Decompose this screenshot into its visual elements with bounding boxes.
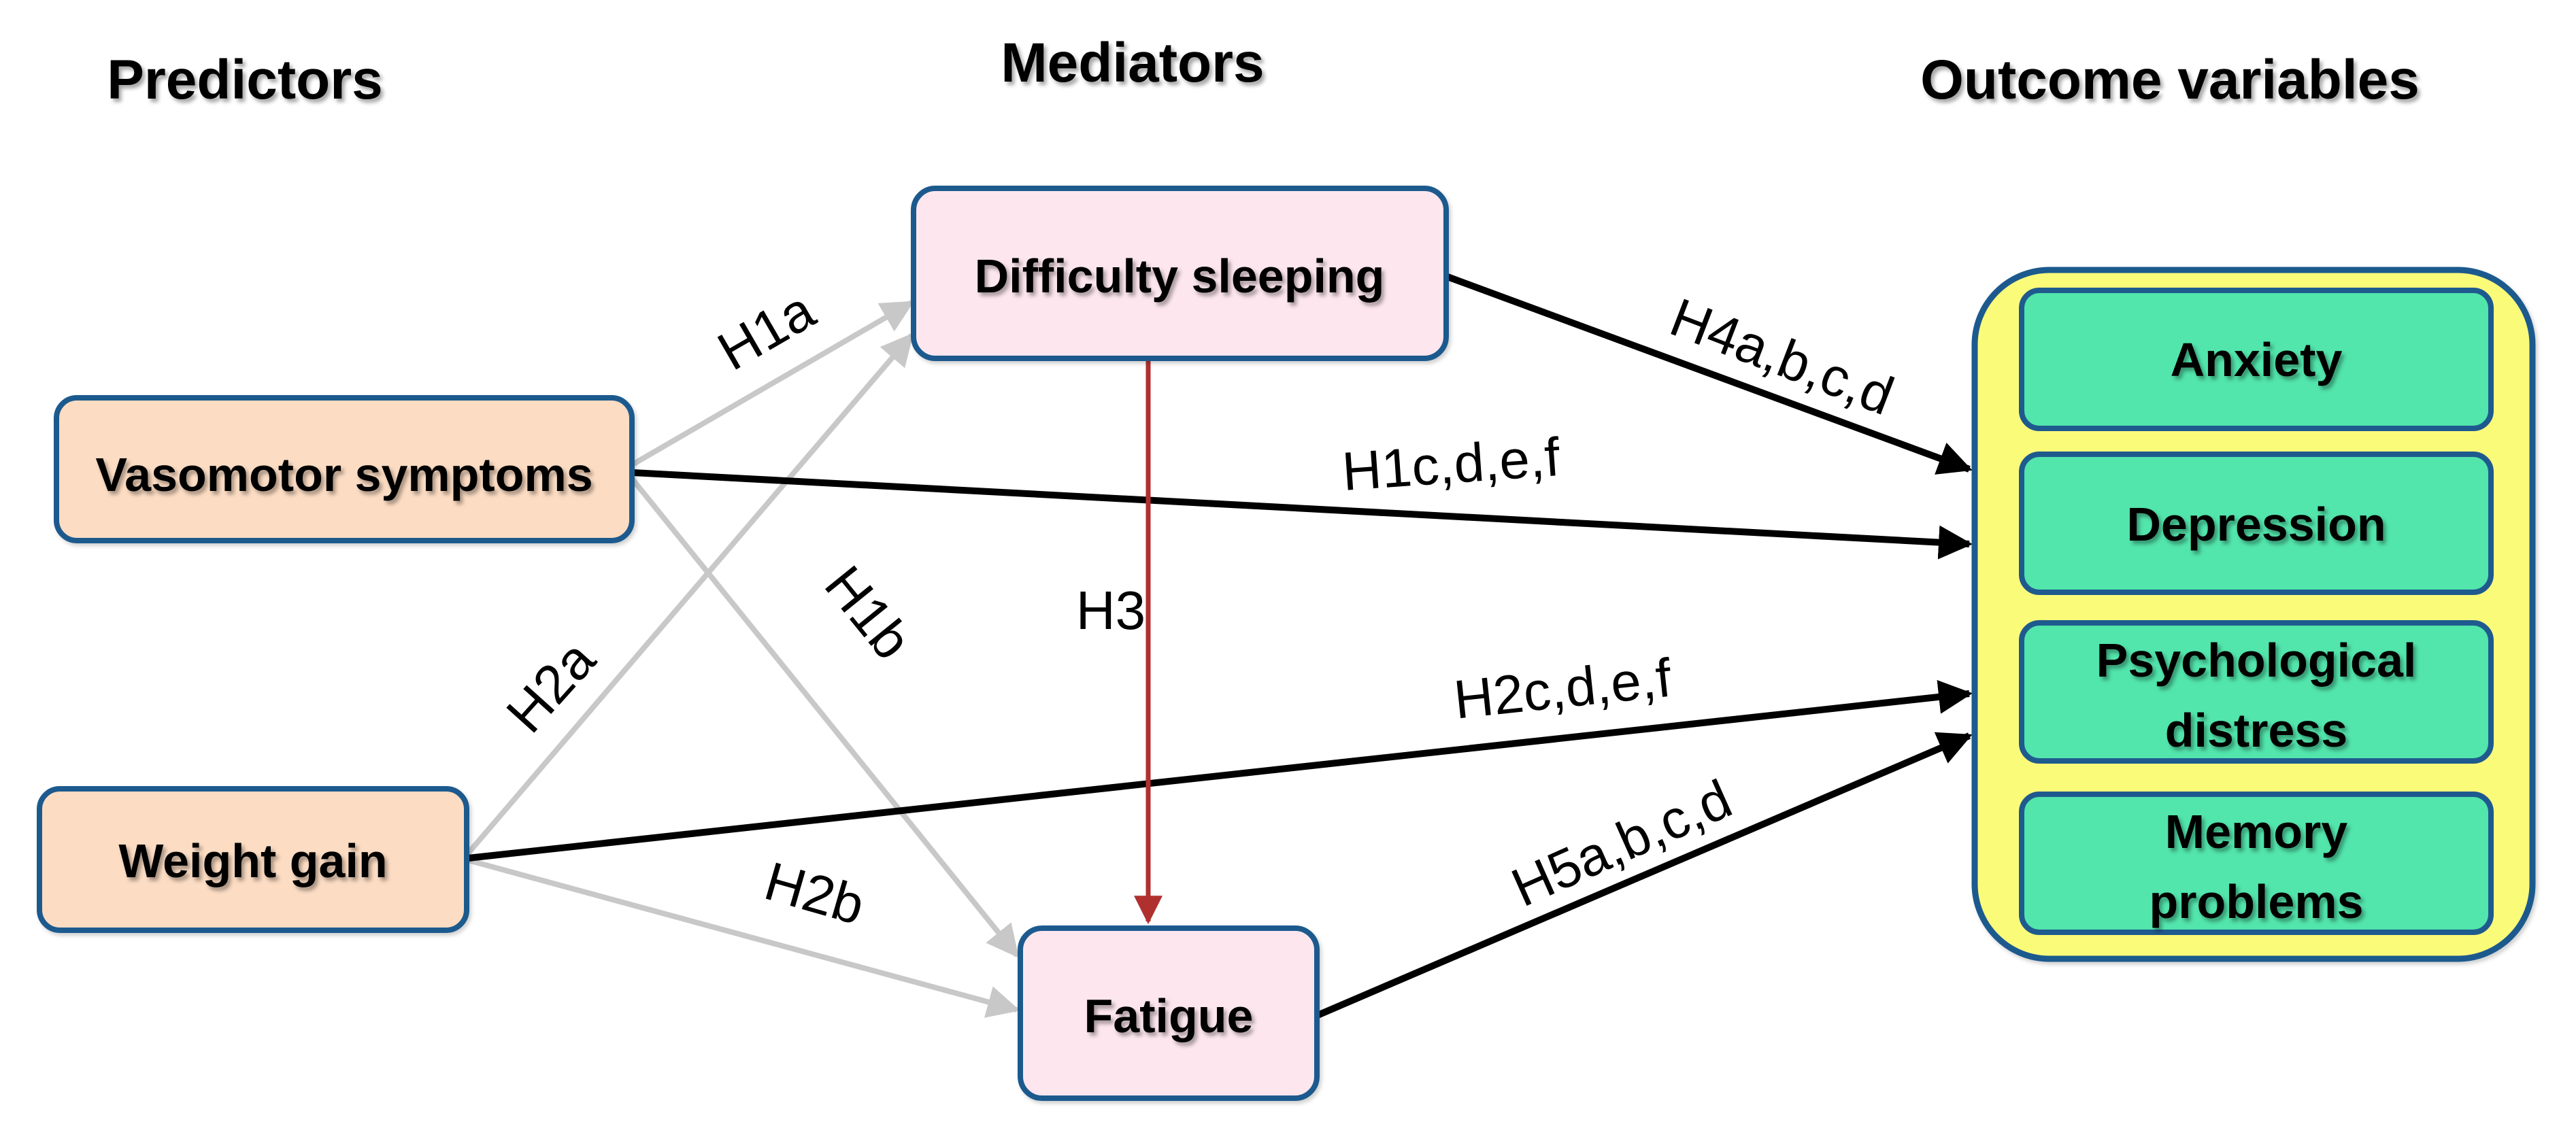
arrow-h4 <box>1446 273 1973 475</box>
label-h2b: H2b <box>758 851 871 936</box>
arrow-h2cdef <box>467 680 1973 862</box>
heading-mediators: Mediators <box>1001 32 1264 94</box>
box-depression: Depression <box>2019 452 2494 595</box>
arrow-h2b <box>467 857 1020 1018</box>
box-memory-problems: Memory problems <box>2019 792 2494 935</box>
label-depression: Depression <box>2126 498 2386 551</box>
label-h2cdef: H2c,d,e,f <box>1451 647 1674 730</box>
label-psychological-distress-line1: Psychological <box>2096 634 2417 687</box>
box-vasomotor-symptoms: Vasomotor symptoms <box>54 395 635 543</box>
arrow-h2a <box>465 333 914 855</box>
box-difficulty-sleeping: Difficulty sleeping <box>911 186 1449 361</box>
label-vasomotor-symptoms: Vasomotor symptoms <box>95 448 592 501</box>
arrow-h5 <box>1316 732 1973 1019</box>
label-h4: H4a,b,c,d <box>1662 286 1902 426</box>
box-weight-gain: Weight gain <box>37 786 469 933</box>
label-anxiety: Anxiety <box>2171 333 2343 386</box>
label-h1a: H1a <box>707 279 824 382</box>
box-anxiety: Anxiety <box>2019 288 2494 431</box>
label-difficulty-sleeping: Difficulty sleeping <box>975 250 1385 303</box>
label-h2a: H2a <box>495 629 607 744</box>
outcome-group: Anxiety Depression Psychological distres… <box>1971 267 2536 962</box>
label-h5: H5a,b,c,d <box>1503 768 1740 919</box>
label-fatigue: Fatigue <box>1084 989 1254 1042</box>
heading-outcomes: Outcome variables <box>1920 49 2420 111</box>
label-h1b: H1b <box>814 555 924 670</box>
label-h3: H3 <box>1076 580 1145 641</box>
box-psychological-distress: Psychological distress <box>2019 620 2494 764</box>
heading-predictors: Predictors <box>107 49 383 111</box>
label-psychological-distress-line2: distress <box>2165 704 2347 757</box>
label-h1cdef: H1c,d,e,f <box>1340 426 1562 502</box>
box-fatigue: Fatigue <box>1018 925 1320 1101</box>
label-memory-problems-line2: problems <box>2149 875 2363 928</box>
label-weight-gain: Weight gain <box>118 834 387 887</box>
arrow-h1b <box>630 477 1020 958</box>
arrow-h1cdef <box>632 469 1973 560</box>
arrow-h1a <box>631 300 915 467</box>
label-memory-problems-line1: Memory <box>2165 805 2347 858</box>
